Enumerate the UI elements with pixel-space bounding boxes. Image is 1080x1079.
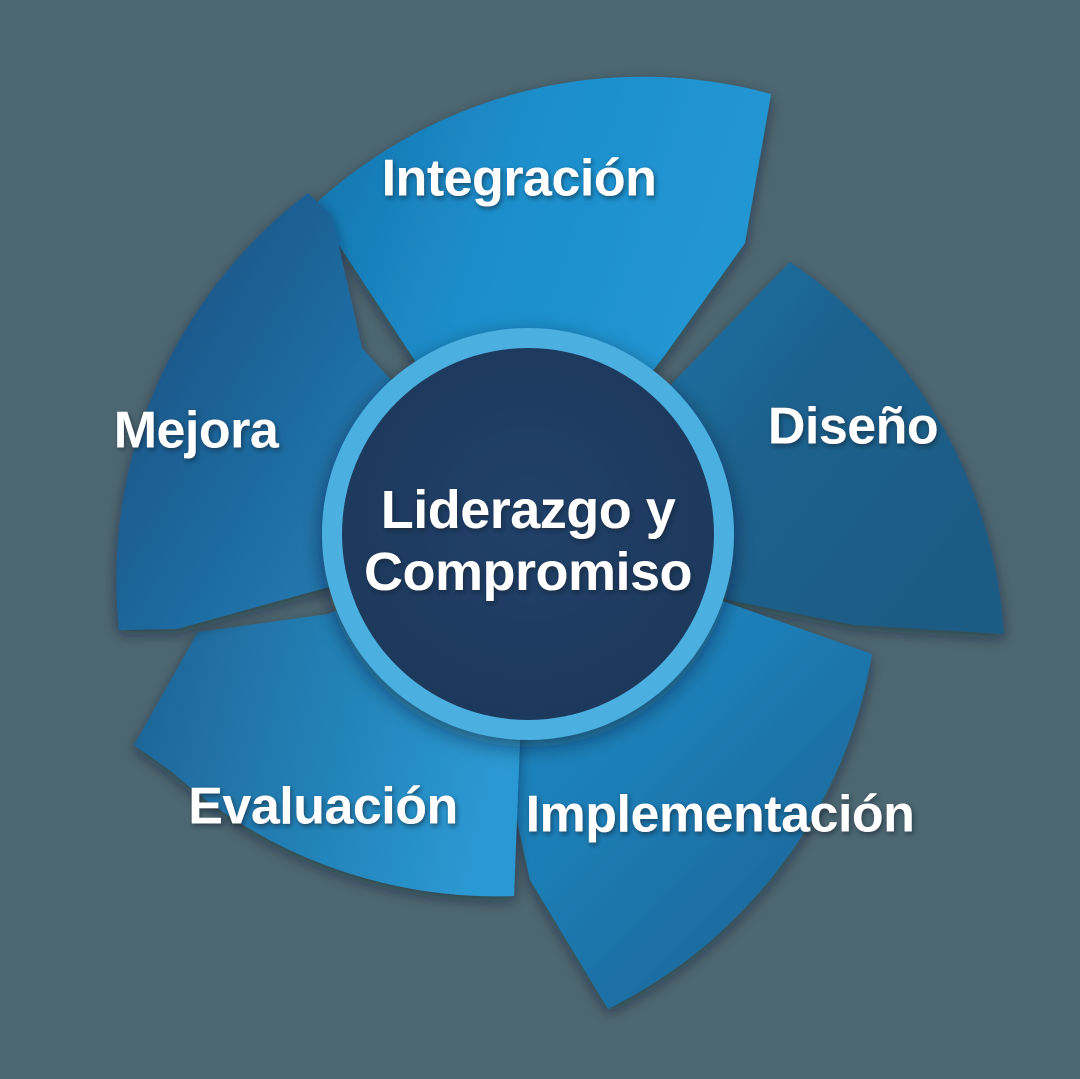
segment-labels: Integración Diseño Implementación Evalua… bbox=[114, 150, 939, 844]
label-evaluacion: Evaluación bbox=[188, 778, 458, 836]
label-implementacion: Implementación bbox=[526, 786, 915, 844]
center-label-group: Liderazgo y Compromiso bbox=[364, 480, 693, 602]
center-label-line2: Compromiso bbox=[364, 542, 692, 602]
center-core bbox=[342, 348, 714, 720]
label-mejora: Mejora bbox=[114, 402, 280, 460]
center-hub bbox=[322, 328, 734, 740]
label-integracion: Integración bbox=[382, 150, 657, 208]
label-diseno: Diseño bbox=[768, 398, 938, 456]
segment-integracion[interactable] bbox=[313, 76, 771, 533]
center-label-line1: Liderazgo y bbox=[381, 480, 676, 540]
